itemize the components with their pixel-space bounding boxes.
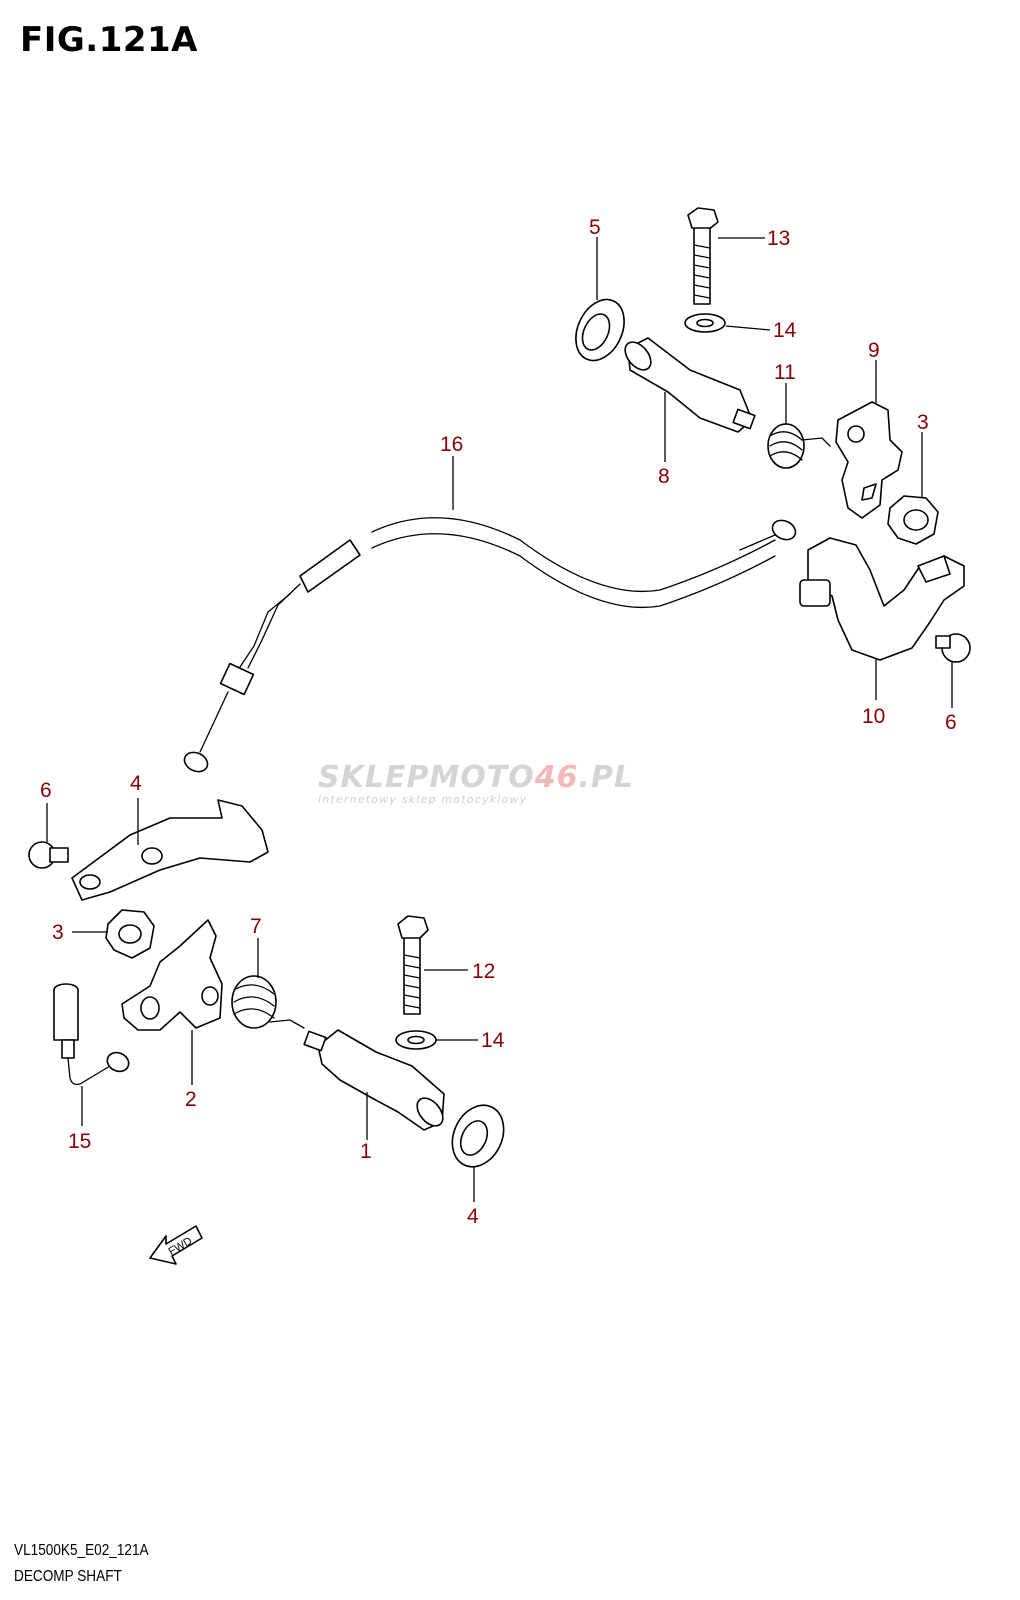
callout-4-upper: 5 <box>589 216 601 239</box>
callout-11: 11 <box>774 361 796 384</box>
callout-15: 15 <box>68 1130 91 1153</box>
leader-lines <box>46 237 953 1202</box>
callout-13: 13 <box>767 227 790 250</box>
part-2-lever[interactable] <box>121 919 223 1031</box>
part-10-bracket[interactable] <box>799 537 965 661</box>
figure-name: DECOMP SHAFT <box>14 1568 122 1585</box>
part-3-nut-lower[interactable] <box>105 909 155 959</box>
fwd-label: FWD <box>167 1235 195 1258</box>
part-4-oil-seal-lower[interactable] <box>443 1097 514 1175</box>
callout-10: 10 <box>862 705 885 728</box>
part-11-spring[interactable] <box>767 423 831 469</box>
part-8-shaft[interactable] <box>620 337 756 433</box>
callout-1: 1 <box>360 1140 372 1163</box>
part-14-washer-lower[interactable] <box>395 1030 437 1050</box>
part-13-bolt[interactable] <box>687 207 719 305</box>
callout-3-lower: 3 <box>52 921 64 944</box>
figure-code: VL1500K5_E02_121A <box>14 1542 149 1559</box>
part-7-spring[interactable] <box>231 975 305 1029</box>
callout-8: 8 <box>658 465 670 488</box>
part-12-bolt[interactable] <box>397 915 429 1015</box>
callout-14-lower: 14 <box>481 1029 505 1052</box>
callout-5: 4 <box>130 772 142 795</box>
callout-6-right: 6 <box>945 711 957 734</box>
callout-6-left: 6 <box>40 779 52 802</box>
watermark-tagline: internetowy sklep motocyklowy <box>318 793 528 806</box>
watermark-brand: SKLEPMOTO46.PL <box>318 760 635 795</box>
part-9-lever[interactable] <box>835 401 903 519</box>
part-6-screw-right[interactable] <box>935 633 971 663</box>
callout-3-upper: 3 <box>917 411 929 434</box>
callout-7: 7 <box>250 915 262 938</box>
callout-14-upper: 14 <box>773 319 797 342</box>
figure-title: FIG.121A <box>20 20 198 60</box>
part-6-screw-left[interactable] <box>28 841 69 869</box>
callout-4-lower: 4 <box>467 1205 479 1228</box>
part-16-cable[interactable] <box>181 517 798 775</box>
part-14-washer-upper[interactable] <box>684 313 726 333</box>
callout-9: 9 <box>868 339 880 362</box>
part-5-lever[interactable] <box>71 799 269 901</box>
part-3-nut-upper[interactable] <box>887 495 939 545</box>
callout-2: 2 <box>185 1088 197 1111</box>
callout-12: 12 <box>472 960 495 983</box>
part-4-oil-seal-upper[interactable] <box>567 292 634 369</box>
part-15-switch[interactable] <box>53 983 132 1086</box>
callouts: 5 13 14 9 11 3 8 16 10 6 6 4 3 7 12 14 2… <box>40 216 957 1228</box>
callout-16: 16 <box>440 433 463 456</box>
part-1-shaft[interactable] <box>303 1029 448 1131</box>
fwd-arrow-icon: FWD <box>149 1225 203 1265</box>
